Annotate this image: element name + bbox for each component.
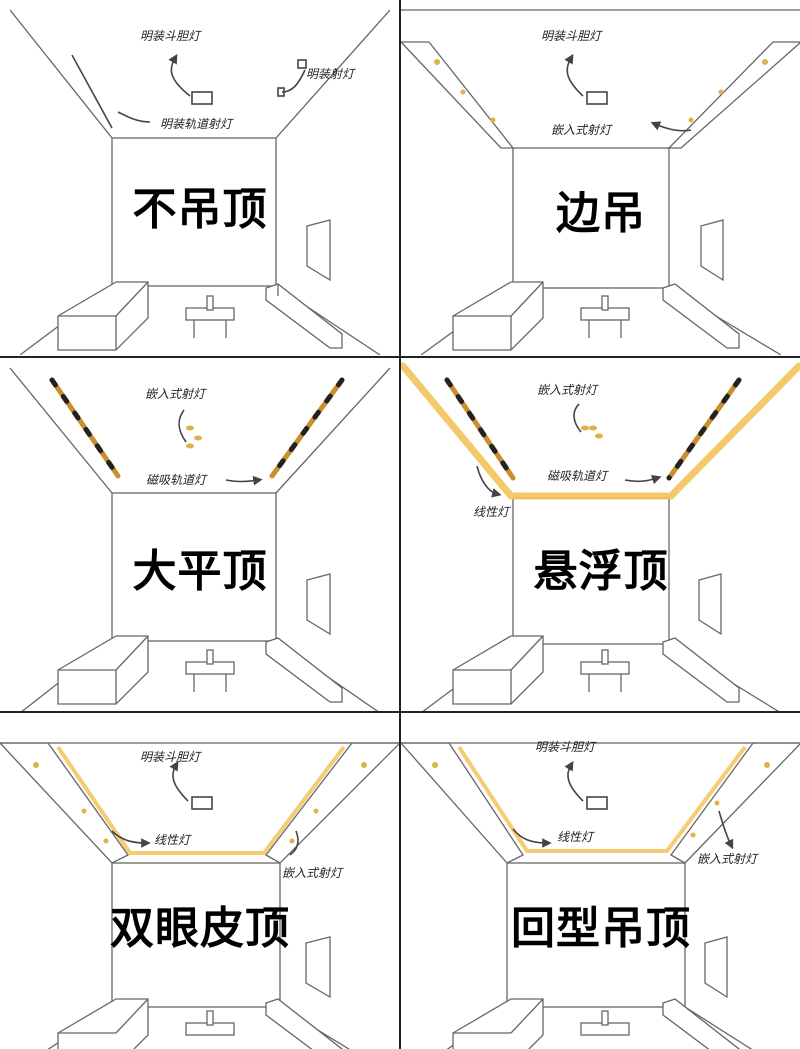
panel-loop-ceiling: 明装斗胆灯 线性灯 嵌入式射灯 回型吊顶 [401, 713, 800, 1049]
room-sketch [401, 362, 800, 711]
label-linear-light: 线性灯 [557, 830, 594, 844]
room-sketch [9, 9, 391, 355]
panel-double-eyelid-ceiling: 明装斗胆灯 线性灯 嵌入式射灯 双眼皮顶 [0, 713, 399, 1049]
panel-title: 双眼皮顶 [110, 903, 290, 954]
lights-layer [564, 53, 692, 132]
label-surface-track-spotlight: 明装轨道射灯 [160, 117, 233, 131]
label-surface-downlight: 明装斗胆灯 [140, 29, 201, 43]
label-recessed-spotlight: 嵌入式射灯 [282, 866, 343, 880]
panel-title: 悬浮顶 [533, 546, 669, 597]
label-surface-downlight: 明装斗胆灯 [535, 740, 596, 754]
panel-title: 边吊 [556, 188, 646, 239]
label-recessed-spotlight: 嵌入式射灯 [697, 852, 758, 866]
label-recessed-spotlight: 嵌入式射灯 [551, 123, 612, 137]
room-sketch [9, 367, 391, 711]
label-magnetic-track: 磁吸轨道灯 [547, 469, 608, 483]
panel-title: 回型吊顶 [511, 903, 691, 954]
label-linear-light: 线性灯 [473, 505, 510, 519]
panel-title: 不吊顶 [132, 184, 268, 235]
panel-floating-ceiling: 嵌入式射灯 磁吸轨道灯 线性灯 悬浮顶 [401, 358, 800, 711]
room-sketch [401, 742, 800, 1049]
lights-layer [71, 53, 307, 129]
label-recessed-spotlight: 嵌入式射灯 [145, 387, 206, 401]
label-surface-spotlight: 明装射灯 [306, 67, 355, 81]
divider-horizontal-2 [0, 711, 800, 713]
label-magnetic-track: 磁吸轨道灯 [146, 473, 207, 487]
panel-flat-ceiling: 嵌入式射灯 磁吸轨道灯 大平顶 [0, 358, 399, 711]
label-surface-downlight: 明装斗胆灯 [140, 750, 201, 764]
divider-vertical [399, 0, 401, 1049]
divider-horizontal-1 [0, 356, 800, 358]
room-sketch [0, 742, 399, 1049]
label-surface-downlight: 明装斗胆灯 [541, 29, 602, 43]
label-recessed-spotlight: 嵌入式射灯 [537, 383, 598, 397]
label-linear-light: 线性灯 [154, 833, 191, 847]
panel-no-ceiling: 明装斗胆灯 明装射灯 明装轨道射灯 不吊顶 [0, 0, 399, 356]
room-sketch [401, 9, 800, 355]
panel-title: 大平顶 [132, 546, 268, 597]
panel-edge-ceiling: 明装斗胆灯 嵌入式射灯 边吊 [401, 0, 800, 356]
